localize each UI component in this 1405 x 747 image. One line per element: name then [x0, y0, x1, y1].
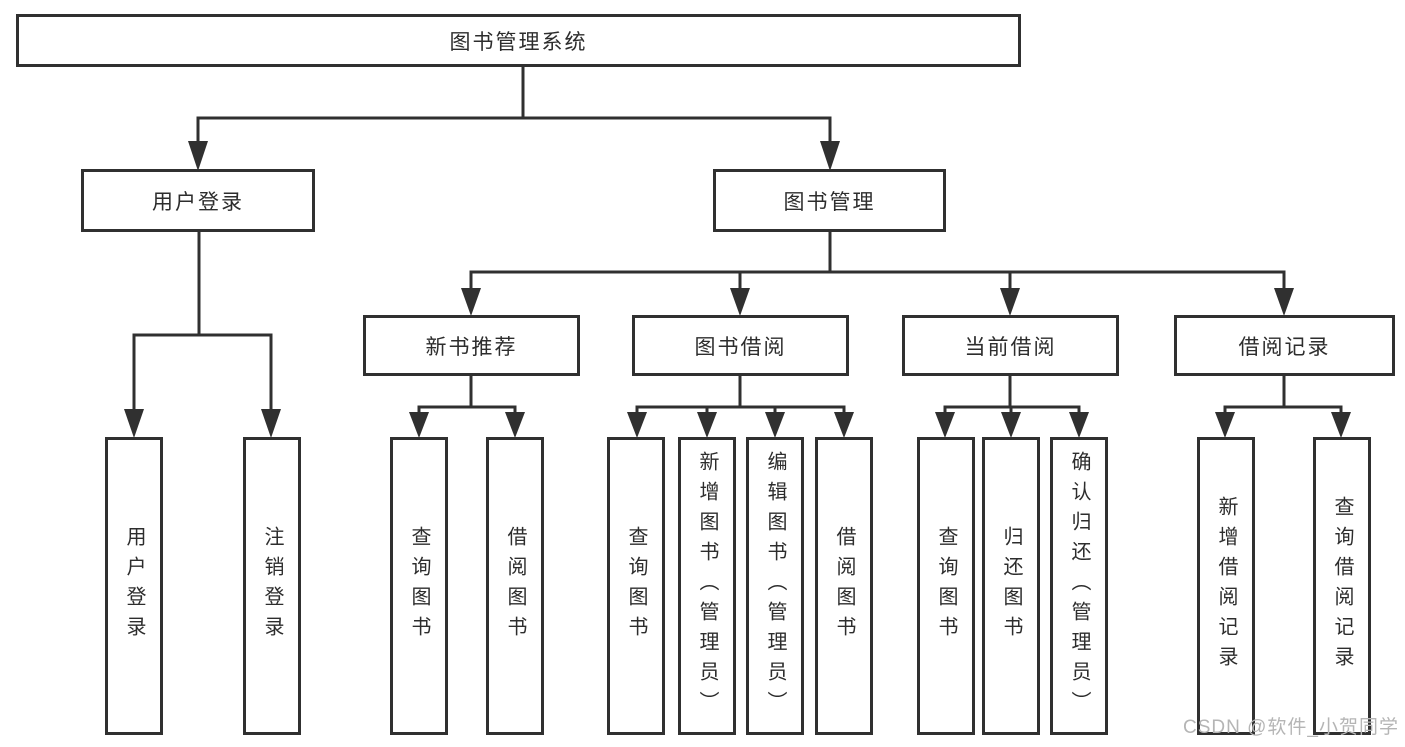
- node-library-system: 图书管理系统: [16, 14, 1021, 67]
- arrowhead-icon: [820, 141, 840, 171]
- arrowhead-icon: [461, 288, 481, 316]
- node-book-management: 图书管理: [713, 169, 946, 232]
- arrowhead-icon: [627, 412, 647, 438]
- node-label: 注销登录: [261, 526, 283, 646]
- arrowhead-icon: [697, 412, 717, 438]
- connector: [469, 272, 1286, 290]
- arrowhead-icon: [765, 412, 785, 438]
- node-label: 编辑图书（管理员）: [764, 451, 786, 721]
- node-label: 查询借阅记录: [1331, 496, 1353, 676]
- node-borrow-records: 借阅记录: [1174, 315, 1395, 376]
- arrowhead-icon: [1069, 412, 1089, 438]
- leaf-query-books-recommend: 查询图书: [390, 437, 448, 735]
- leaf-edit-books-admin: 编辑图书（管理员）: [746, 437, 804, 735]
- arrowhead-icon: [1274, 288, 1294, 316]
- node-label: 新增借阅记录: [1215, 496, 1237, 676]
- node-label: 用户登录: [152, 190, 244, 214]
- leaf-borrow-books: 借阅图书: [815, 437, 873, 735]
- leaf-logout: 注销登录: [243, 437, 301, 735]
- arrowhead-icon: [730, 288, 750, 316]
- arrowhead-icon: [1331, 412, 1351, 438]
- arrowhead-icon: [505, 412, 525, 438]
- node-label: 确认归还（管理员）: [1068, 451, 1090, 721]
- leaf-add-books-admin: 新增图书（管理员）: [678, 437, 736, 735]
- leaf-confirm-return-admin: 确认归还（管理员）: [1050, 437, 1108, 735]
- leaf-query-borrow-record: 查询借阅记录: [1313, 437, 1371, 735]
- node-label: 新增图书（管理员）: [696, 451, 718, 721]
- node-label: 借阅记录: [1238, 335, 1331, 359]
- leaf-user-login: 用户登录: [105, 437, 163, 735]
- arrowhead-icon: [834, 412, 854, 438]
- node-label: 查询图书: [408, 526, 430, 646]
- arrowhead-icon: [188, 141, 208, 171]
- node-new-book-recommend: 新书推荐: [363, 315, 580, 376]
- leaf-add-borrow-record: 新增借阅记录: [1197, 437, 1255, 735]
- node-label: 归还图书: [1000, 526, 1022, 646]
- arrowhead-icon: [1215, 412, 1235, 438]
- node-label: 图书借阅: [694, 335, 787, 359]
- node-label: 借阅图书: [504, 526, 526, 646]
- arrowhead-icon: [261, 409, 281, 438]
- node-label: 借阅图书: [833, 526, 855, 646]
- node-label: 图书管理系统: [449, 30, 588, 54]
- leaf-query-books-current: 查询图书: [917, 437, 975, 735]
- node-label: 图书管理: [783, 190, 876, 214]
- node-current-borrow: 当前借阅: [902, 315, 1119, 376]
- leaf-return-books: 归还图书: [982, 437, 1040, 735]
- connector: [635, 407, 846, 414]
- arrowhead-icon: [124, 409, 144, 438]
- node-user-login: 用户登录: [81, 169, 315, 232]
- arrowhead-icon: [409, 412, 429, 438]
- node-label: 用户登录: [123, 526, 145, 646]
- leaf-borrow-books-recommend: 借阅图书: [486, 437, 544, 735]
- csdn-watermark: CSDN @软件_小贺同学: [1183, 717, 1399, 738]
- node-label: 查询图书: [935, 526, 957, 646]
- arrowhead-icon: [1000, 288, 1020, 316]
- arrowhead-icon: [1001, 412, 1021, 438]
- node-label: 当前借阅: [964, 335, 1057, 359]
- node-book-borrow: 图书借阅: [632, 315, 849, 376]
- leaf-query-books-borrow: 查询图书: [607, 437, 665, 735]
- node-label: 新书推荐: [425, 335, 518, 359]
- node-label: 查询图书: [625, 526, 647, 646]
- arrowhead-icon: [935, 412, 955, 438]
